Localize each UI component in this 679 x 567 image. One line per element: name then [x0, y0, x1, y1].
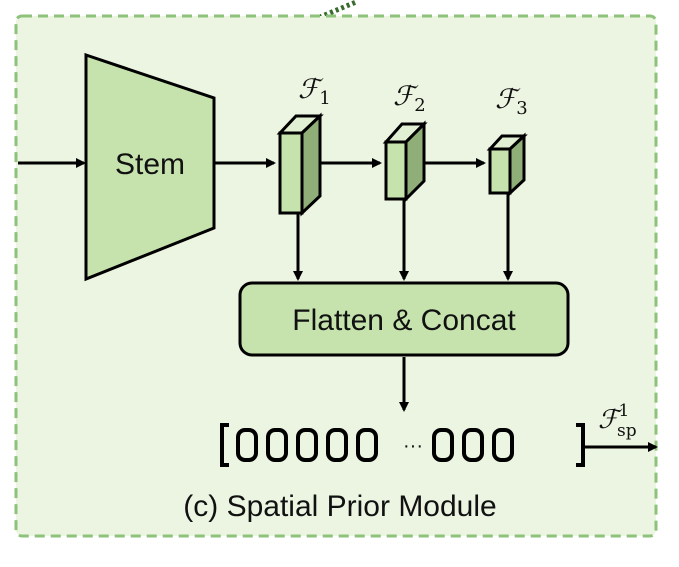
flatten-concat-label: Flatten & Concat — [292, 304, 516, 337]
flatten-concat-block — [238, 281, 570, 357]
token — [296, 428, 318, 462]
token — [236, 428, 258, 462]
feature-map-2-cube — [382, 120, 428, 203]
token — [356, 428, 378, 462]
stem-block — [84, 52, 216, 282]
feature-map-3-cube — [486, 132, 528, 197]
token-sequence: ··· — [220, 423, 585, 467]
token — [492, 428, 514, 462]
stem-label: Stem — [115, 148, 185, 181]
token — [462, 428, 484, 462]
token — [432, 428, 454, 462]
module-caption: (c) Spatial Prior Module — [183, 490, 496, 523]
token — [266, 428, 288, 462]
token — [326, 428, 348, 462]
token-bracket-right — [576, 423, 585, 467]
token-ellipsis: ··· — [403, 435, 423, 457]
feature-map-1-cube — [276, 112, 324, 217]
token-bracket-left — [220, 423, 229, 467]
